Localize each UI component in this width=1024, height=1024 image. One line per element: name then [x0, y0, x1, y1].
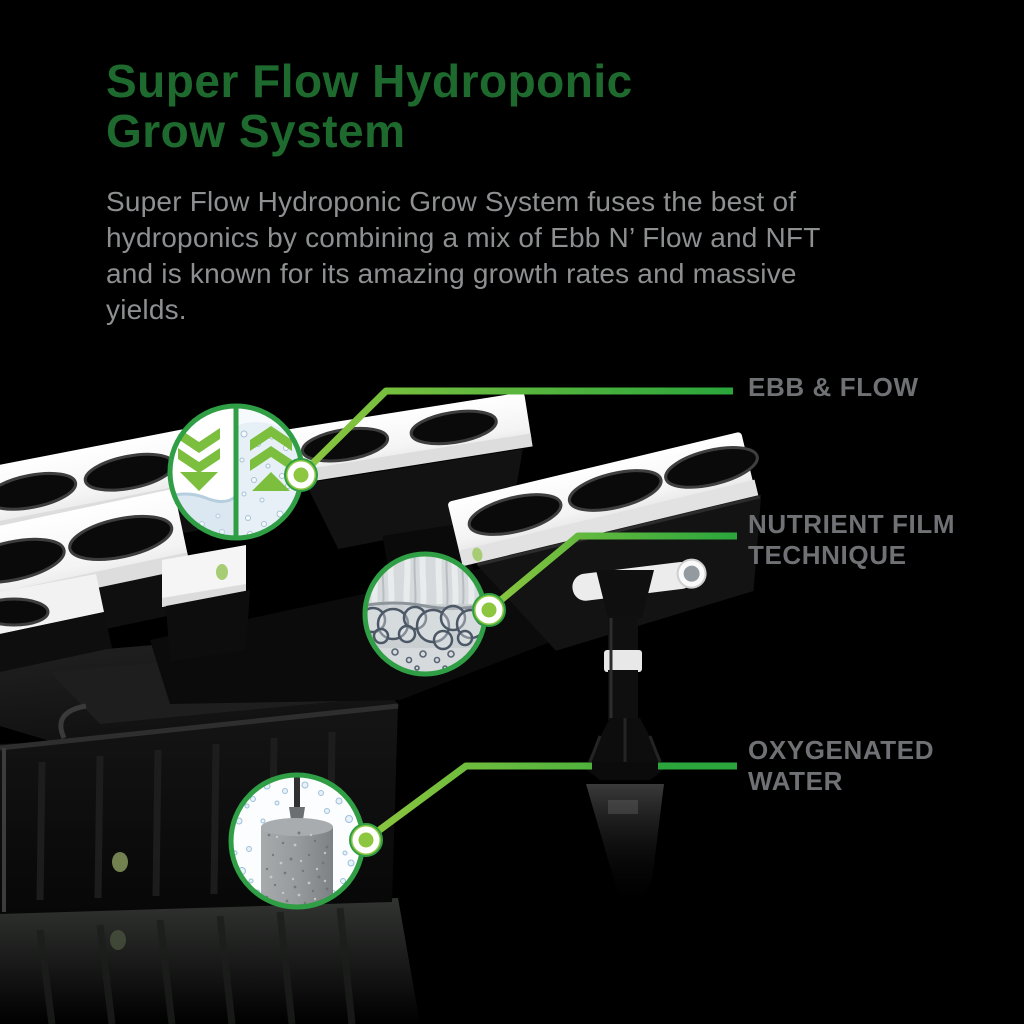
- page-title: Super Flow Hydroponic Grow System: [106, 56, 633, 156]
- label-oxygenated-water: OXYGENATED WATER: [748, 735, 934, 797]
- stand-reflection: [586, 784, 664, 909]
- air-line-tube: [294, 775, 300, 811]
- screw-dot: [216, 564, 228, 580]
- down-arrows-icon: [178, 428, 220, 491]
- grow-channel-fragment: [0, 574, 112, 672]
- up-arrows-icon: [250, 426, 292, 491]
- channel-end-cap: [162, 545, 250, 662]
- label-line: OXYGENATED: [748, 735, 935, 765]
- air-stone: [261, 818, 333, 907]
- badge-reflection: [110, 930, 126, 950]
- drain-stand: [576, 570, 674, 909]
- product-description: Super Flow Hydroponic Grow System fuses …: [106, 186, 821, 325]
- label-line: EBB & FLOW: [748, 372, 919, 402]
- reservoir-reflection: [0, 898, 420, 1024]
- label-nutrient-film-technique: NUTRIENT FILM TECHNIQUE: [748, 509, 955, 571]
- title-line-1: Super Flow Hydroponic: [106, 55, 633, 107]
- label-ebb-flow: EBB & FLOW: [748, 372, 919, 403]
- ebb-flow-inset: [164, 400, 308, 544]
- inset-divider: [233, 406, 239, 538]
- oxygenated-water-inset: [225, 769, 369, 913]
- plant-roots: [371, 554, 475, 611]
- title-line-2: Grow System: [106, 105, 406, 157]
- stand-white-band: [604, 650, 642, 672]
- label-line: TECHNIQUE: [748, 540, 907, 570]
- air-bubbles: [232, 780, 360, 897]
- label-line: NUTRIENT FILM: [748, 509, 956, 539]
- label-line: WATER: [748, 766, 843, 796]
- brand-badge: [112, 852, 128, 872]
- nft-inset: [361, 550, 489, 678]
